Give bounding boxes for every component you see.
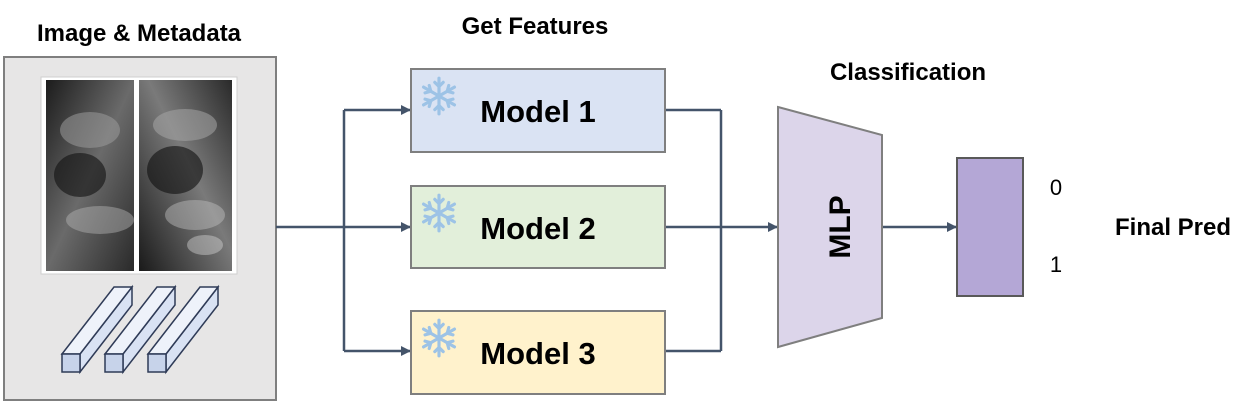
output-block: 0 1 [956,157,1062,297]
model-3-background [410,310,666,395]
class-label-0: 0 [1050,175,1062,200]
final-pred-label: Final Pred [1115,214,1231,241]
metadata-bar [103,284,177,375]
output-box [956,157,1024,297]
model-1-label: Model 1 [480,94,595,129]
metadata-bar [60,284,134,375]
model-1-box: Model 1 [410,68,666,153]
model-2-background [410,185,666,269]
xray-image [40,76,238,275]
classification-heading: Classification [830,59,986,86]
metadata-bars-icon [60,284,220,375]
features-heading: Get Features [462,13,609,40]
model-3-label: Model 3 [480,336,595,371]
model-2-label: Model 2 [480,211,595,246]
mlp-trapezoid [777,105,883,349]
model-2-box: Model 2 [410,185,666,269]
metadata-bar [146,284,220,375]
connectors [276,105,957,356]
mlp-label: MLP [824,195,857,258]
model-3-box: Model 3 [410,310,666,395]
input-heading: Image & Metadata [37,20,242,47]
mlp-block: MLP [777,105,883,349]
model-1-background [410,68,666,153]
class-label-1: 1 [1050,252,1062,277]
